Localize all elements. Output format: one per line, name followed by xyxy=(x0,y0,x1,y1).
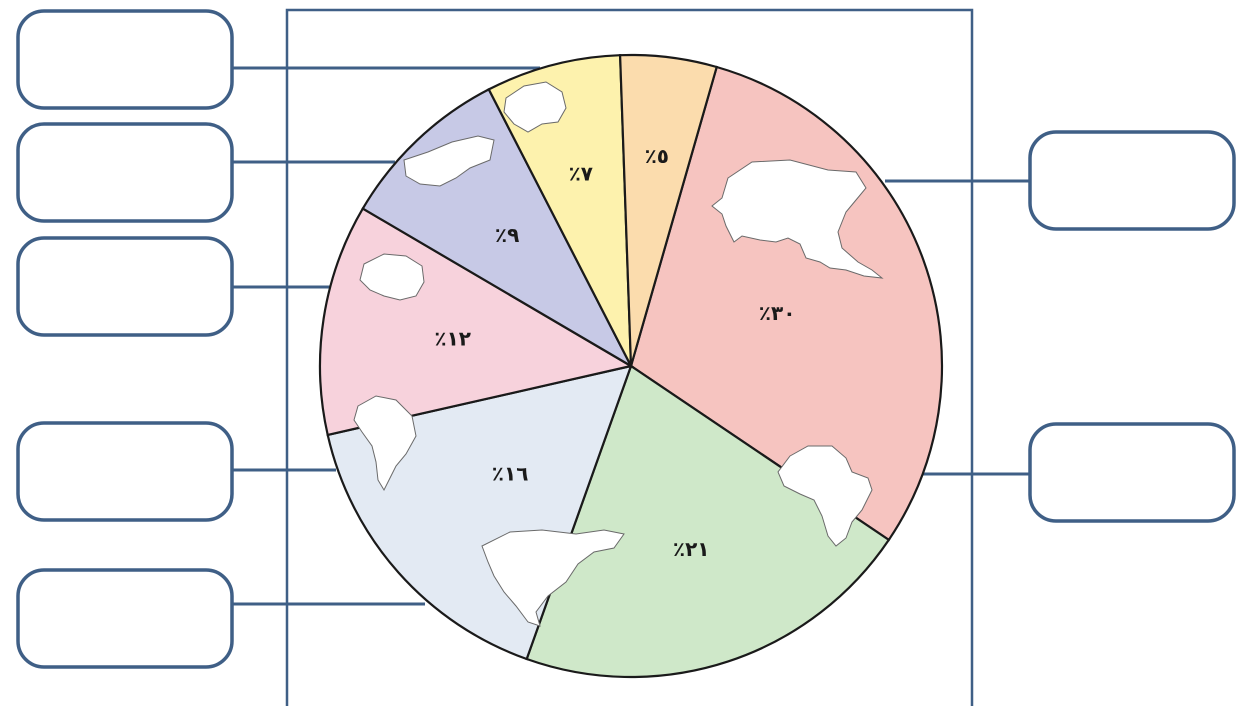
australia-icon xyxy=(503,81,567,133)
europe-icon xyxy=(403,135,495,187)
slice-label-south-america: ٪١٢ xyxy=(434,326,471,350)
pie-slice-australia xyxy=(618,53,719,367)
label-box-north-america[interactable] xyxy=(16,568,234,669)
callout-lines xyxy=(232,66,1030,606)
label-box-asia[interactable] xyxy=(1028,130,1236,231)
label-boxes xyxy=(16,9,1236,669)
label-box-antarctica[interactable] xyxy=(16,236,234,337)
africa-icon xyxy=(777,445,873,547)
slice-label-australia: ٪٥ xyxy=(645,144,669,168)
north-america-icon xyxy=(481,529,625,627)
slice-label-africa: ٪٢١ xyxy=(673,537,710,561)
asia-icon xyxy=(711,159,884,279)
pie-slice-europe xyxy=(487,54,633,367)
antarctica-icon xyxy=(359,253,425,301)
pie-labels: ٪٣٠ ٪٢١ ٪١٦ ٪١٢ ٪٩ ٪٧ ٪٥ xyxy=(434,144,795,561)
pie-slices xyxy=(318,53,944,679)
slice-label-north-america: ٪١٦ xyxy=(492,461,529,485)
slice-label-antarctica: ٪٩ xyxy=(495,223,519,247)
continent-icons xyxy=(353,81,884,627)
slice-label-europe: ٪٧ xyxy=(569,161,593,185)
pie-slice-africa xyxy=(525,364,891,679)
label-box-south-america[interactable] xyxy=(16,421,234,522)
slice-label-asia: ٪٣٠ xyxy=(759,301,796,325)
south-america-icon xyxy=(353,395,417,492)
label-box-europe[interactable] xyxy=(16,122,234,223)
label-box-australia[interactable] xyxy=(16,9,234,110)
label-box-africa[interactable] xyxy=(1028,422,1236,523)
chart-frame xyxy=(285,8,974,706)
